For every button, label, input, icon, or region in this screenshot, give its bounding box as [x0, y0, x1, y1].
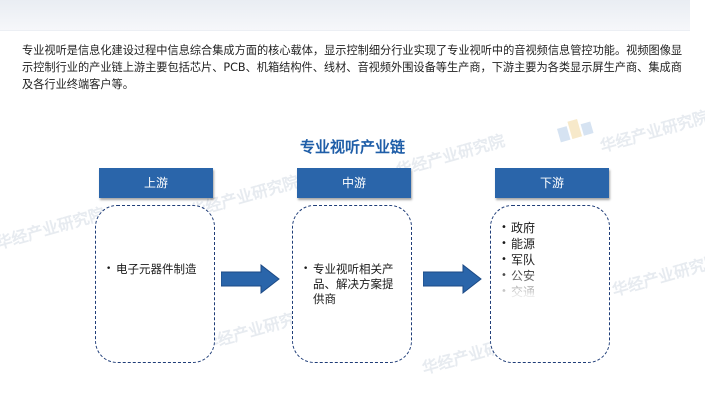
- stage-box-upstream: 电子元器件制造: [95, 205, 215, 363]
- watermark: 华经产业研究院: [0, 203, 107, 254]
- upstream-list: 电子元器件制造: [106, 262, 206, 277]
- right-arrow-icon: [423, 264, 482, 294]
- list-item: 专业视听相关产品、解决方案提供商: [303, 262, 403, 307]
- watermark-logo-icon: [557, 119, 594, 143]
- text-fade-overlay: [499, 268, 569, 304]
- list-item: 能源: [501, 236, 601, 252]
- stage-box-downstream: 政府 能源 军队 公安 交通: [490, 205, 610, 363]
- list-item: 军队: [501, 252, 601, 268]
- top-banner: [0, 0, 690, 31]
- stage-header-downstream: 下游: [495, 168, 609, 198]
- intro-paragraph: 专业视听是信息化建设过程中信息综合集成方面的核心载体，显示控制细分行业实现了专业…: [22, 44, 683, 91]
- right-arrow-icon: [221, 264, 280, 294]
- watermark: 华经产业研究院: [609, 250, 705, 301]
- midstream-list: 专业视听相关产品、解决方案提供商: [303, 262, 403, 307]
- list-item: 电子元器件制造: [106, 262, 206, 277]
- list-item: 政府: [501, 220, 601, 236]
- stage-header-upstream: 上游: [99, 168, 213, 198]
- diagram-title: 专业视听产业链: [299, 138, 405, 156]
- stage-box-midstream: 专业视听相关产品、解决方案提供商: [292, 205, 412, 363]
- stage-header-midstream: 中游: [297, 168, 411, 198]
- text-fade-overlay: [106, 284, 166, 304]
